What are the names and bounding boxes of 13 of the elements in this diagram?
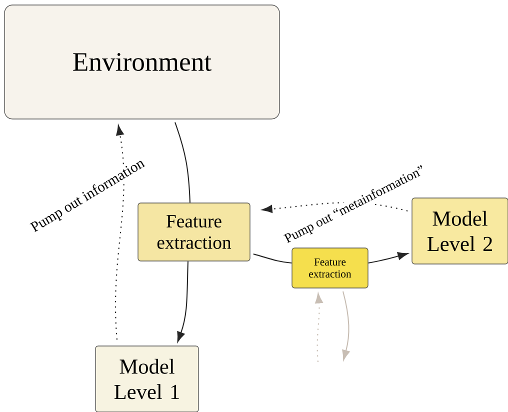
connector-line — [253, 254, 292, 264]
arrow — [262, 202, 408, 213]
arrow — [115, 125, 124, 340]
arrow — [342, 291, 350, 360]
environment-box: Environment — [4, 4, 280, 120]
arrow — [315, 293, 323, 362]
model-box: Model Level 2 — [412, 198, 508, 264]
model-box: Model Level 1 — [95, 346, 199, 412]
process-box: Feature extraction — [292, 248, 368, 288]
process-box: Feature extraction — [138, 202, 250, 262]
connector-line — [174, 122, 191, 203]
arrow — [177, 261, 189, 342]
arrow — [368, 252, 408, 264]
